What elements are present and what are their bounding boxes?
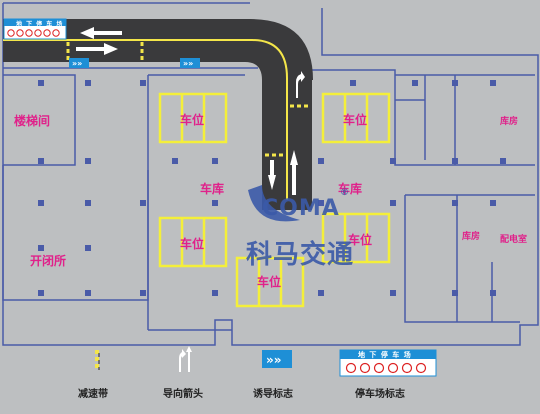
legend-icons: »» <box>95 346 437 377</box>
svg-text:»»: »» <box>266 353 282 367</box>
warehouse-top-label: 库房 <box>500 117 519 127</box>
space-label: 车位 <box>180 237 205 251</box>
warehouse-mid-label: 库房 <box>462 232 481 242</box>
building-walls <box>2 2 539 346</box>
legend-speed-bump-label: 减速带 <box>78 389 108 400</box>
legend-guide-arrow-label: 导向箭头 <box>163 389 203 400</box>
logo-registered: ® <box>340 188 350 198</box>
legend-parking-sign-label: 停车场标志 <box>355 389 405 400</box>
stairwell-label: 楼梯间 <box>14 114 51 128</box>
space-label: 车位 <box>348 233 373 247</box>
legend-guide-sign-label: 诱导标志 <box>253 389 293 400</box>
garage-right-label: 车库 <box>338 182 363 196</box>
logo-chinese: 科马交通 <box>246 240 355 270</box>
parking-spaces <box>158 92 391 308</box>
space-label: 车位 <box>180 113 205 127</box>
switching-station-label: 开闭所 <box>30 254 67 268</box>
coma-logo-mark <box>248 185 300 222</box>
parking-sign-title: 地 下 停 车 场 <box>16 21 64 28</box>
lane-line <box>3 39 288 200</box>
road-arrows <box>76 27 305 195</box>
legend-parking-sign-title: 地 下 停 车 场 <box>358 351 412 359</box>
garage-left-label: 车库 <box>200 182 225 196</box>
columns <box>38 80 506 296</box>
svg-text:»»: »» <box>72 59 82 68</box>
speed-bumps <box>66 42 310 157</box>
logo-wordmark: COMA <box>262 196 340 221</box>
space-label: 车位 <box>343 113 368 127</box>
power-room-label: 配电室 <box>500 235 528 245</box>
svg-text:»»: »» <box>183 59 193 68</box>
parking-sign <box>3 18 67 40</box>
space-label: 车位 <box>257 275 282 289</box>
guide-signs: »» »» <box>69 58 200 68</box>
